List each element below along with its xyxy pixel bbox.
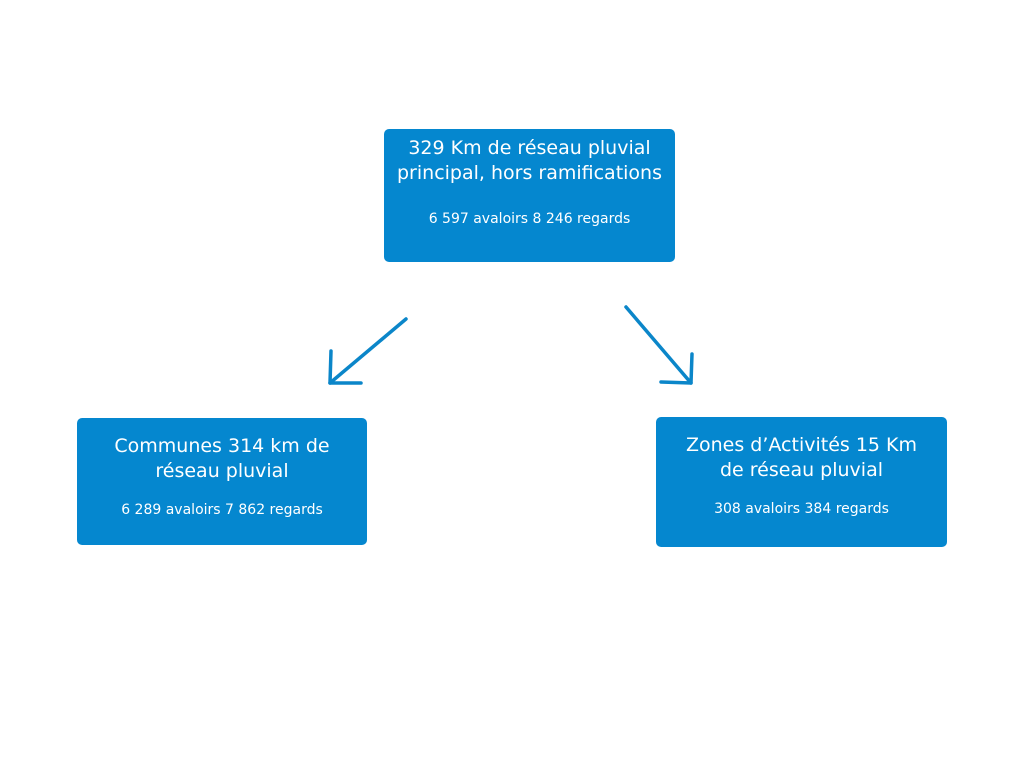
communes-network-title: Communes 314 km de réseau pluvial (114, 435, 330, 482)
zones-activites-network-title: Zones d’Activités 15 Km de réseau pluvia… (685, 434, 918, 481)
communes-network-detail: 6 289 avaloirs 7 862 regards (121, 502, 323, 518)
communes-network-box: Communes 314 km de réseau pluvial 6 289 … (77, 418, 367, 545)
root-network-title: 329 Km de réseau pluvial principal, hors… (397, 137, 662, 184)
root-network-detail: 6 597 avaloirs 8 246 regards (428, 211, 631, 227)
arrow-to-communes (328, 317, 408, 385)
arrow-to-zones-activites (624, 305, 694, 385)
zones-activites-network-detail: 308 avaloirs 384 regards (714, 501, 889, 517)
root-network-box: 329 Km de réseau pluvial principal, hors… (384, 129, 675, 262)
zones-activites-network-box: Zones d’Activités 15 Km de réseau pluvia… (656, 417, 947, 547)
